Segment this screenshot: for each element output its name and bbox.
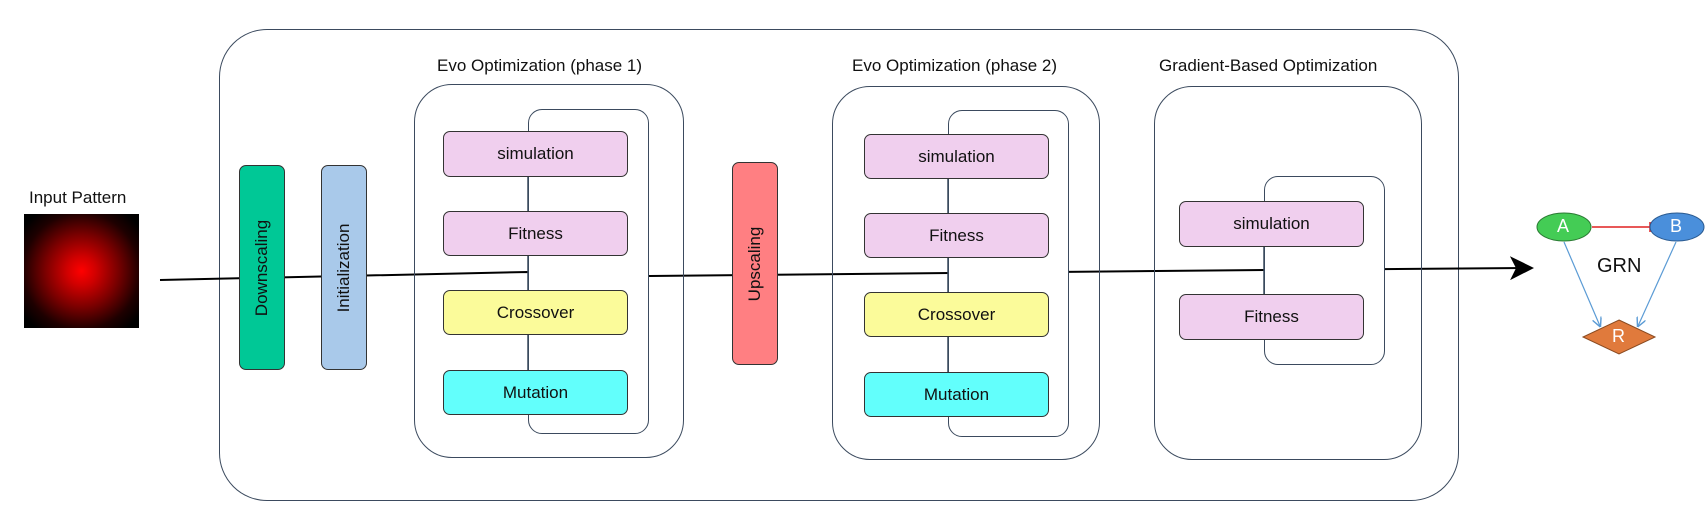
- gradient-title: Gradient-Based Optimization: [1159, 56, 1378, 75]
- input-pattern-label: Input Pattern: [29, 188, 127, 207]
- grn-node-b: [1649, 212, 1705, 242]
- grn-activation-edge-a: [1563, 241, 1600, 326]
- phase1-simulation-box: simulation: [443, 131, 628, 177]
- upscaling-block: Upscaling: [732, 162, 778, 365]
- phase1-mutation-box: Mutation: [443, 370, 628, 415]
- phase1-panel: [414, 84, 684, 458]
- phase2-title: Evo Optimization (phase 2): [852, 56, 1058, 75]
- phase2-panel: [832, 86, 1100, 460]
- input-pattern-image: [24, 214, 139, 328]
- grn-node-r-label: R: [1612, 326, 1625, 346]
- grn-activation-edge-b: [1638, 241, 1677, 326]
- grn-node-a-label: A: [1557, 216, 1570, 236]
- gradient-simulation-box: simulation: [1179, 201, 1364, 247]
- grn-label: GRN: [1597, 255, 1642, 277]
- gradient-panel: [1154, 86, 1422, 460]
- phase2-fitness-box: Fitness: [864, 213, 1049, 258]
- grn-node-r: [1581, 319, 1657, 355]
- grn-node-b-label: B: [1670, 216, 1683, 236]
- downscaling-block: Downscaling: [239, 165, 285, 370]
- phase2-mutation-box: Mutation: [864, 372, 1049, 417]
- initialization-block: Initialization: [321, 165, 367, 370]
- pipeline-container: [219, 29, 1459, 501]
- phase2-simulation-box: simulation: [864, 134, 1049, 179]
- gradient-fitness-box: Fitness: [1179, 294, 1364, 340]
- phase1-crossover-box: Crossover: [443, 290, 628, 335]
- phase1-fitness-box: Fitness: [443, 211, 628, 256]
- grn-node-a: [1536, 212, 1592, 242]
- phase2-crossover-box: Crossover: [864, 292, 1049, 337]
- phase1-title: Evo Optimization (phase 1): [437, 56, 643, 75]
